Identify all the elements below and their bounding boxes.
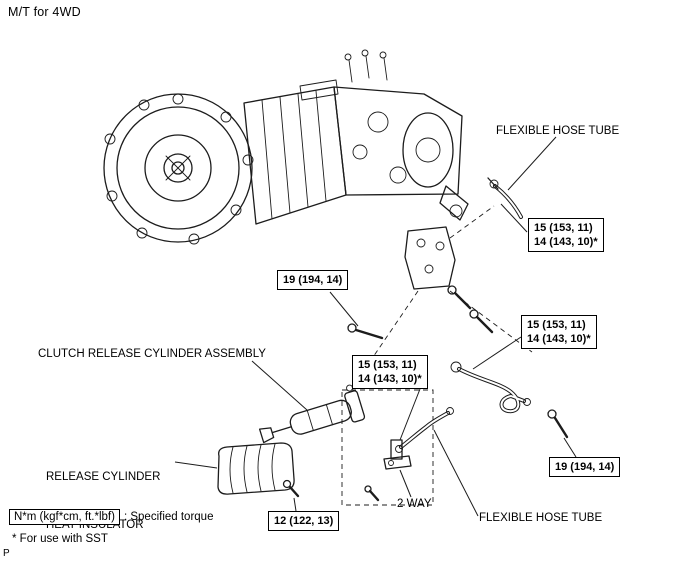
torque-box-bolt-upper: 19 (194, 14)	[277, 270, 349, 290]
label-flexible-hose-tube-bottom: FLEXIBLE HOSE TUBE	[479, 512, 603, 524]
label-flexible-hose-tube-top: FLEXIBLE HOSE TUBE	[496, 125, 620, 137]
leader-lines	[174, 136, 577, 517]
torque-box-insulator-bolt: 12 (122, 13)	[268, 511, 340, 531]
torque-value: 14 (143, 10)*	[527, 333, 591, 345]
page-title: M/T for 4WD	[8, 5, 81, 19]
heat-insulator-part	[217, 442, 295, 495]
label-two-way: 2 WAY	[397, 498, 432, 510]
torque-box-bolt-lower: 19 (194, 14)	[549, 457, 621, 477]
two-way-part	[383, 439, 412, 470]
sst-note: * For use with SST	[12, 533, 108, 545]
transmission-illustration	[103, 49, 469, 245]
label-clutch-release-cylinder-assembly: CLUTCH RELEASE CYLINDER ASSEMBLY	[38, 348, 266, 360]
torque-value: 15 (153, 11)	[358, 359, 417, 371]
label-line: RELEASE CYLINDER	[46, 471, 161, 483]
torque-box-hose-union-mid: 15 (153, 11) 14 (143, 10)*	[352, 355, 428, 389]
torque-value: 14 (143, 10)*	[534, 236, 598, 248]
torque-unit-suffix: : Specified torque	[123, 511, 214, 523]
bolts	[282, 285, 569, 502]
corner-mark: P	[3, 548, 10, 559]
torque-value: 15 (153, 11)	[534, 222, 593, 234]
torque-value: 12 (122, 13)	[274, 515, 334, 527]
torque-unit-box: N*m (kgf*cm, ft.*lbf)	[9, 509, 120, 525]
torque-value: 14 (143, 10)*	[358, 373, 422, 385]
torque-value: 19 (194, 14)	[555, 461, 615, 473]
clutch-release-cylinder-part	[258, 384, 366, 444]
torque-value: 19 (194, 14)	[283, 274, 343, 286]
torque-box-hose-union-right: 15 (153, 11) 14 (143, 10)*	[521, 315, 597, 349]
assembly-guide-lines	[341, 205, 533, 506]
torque-value: 15 (153, 11)	[527, 319, 586, 331]
hose-bracket	[404, 226, 456, 290]
torque-box-hose-union-top: 15 (153, 11) 14 (143, 10)*	[528, 218, 604, 252]
flexible-hoses	[395, 177, 531, 453]
torque-legend: N*m (kgf*cm, ft.*lbf) : Specified torque	[9, 509, 213, 525]
